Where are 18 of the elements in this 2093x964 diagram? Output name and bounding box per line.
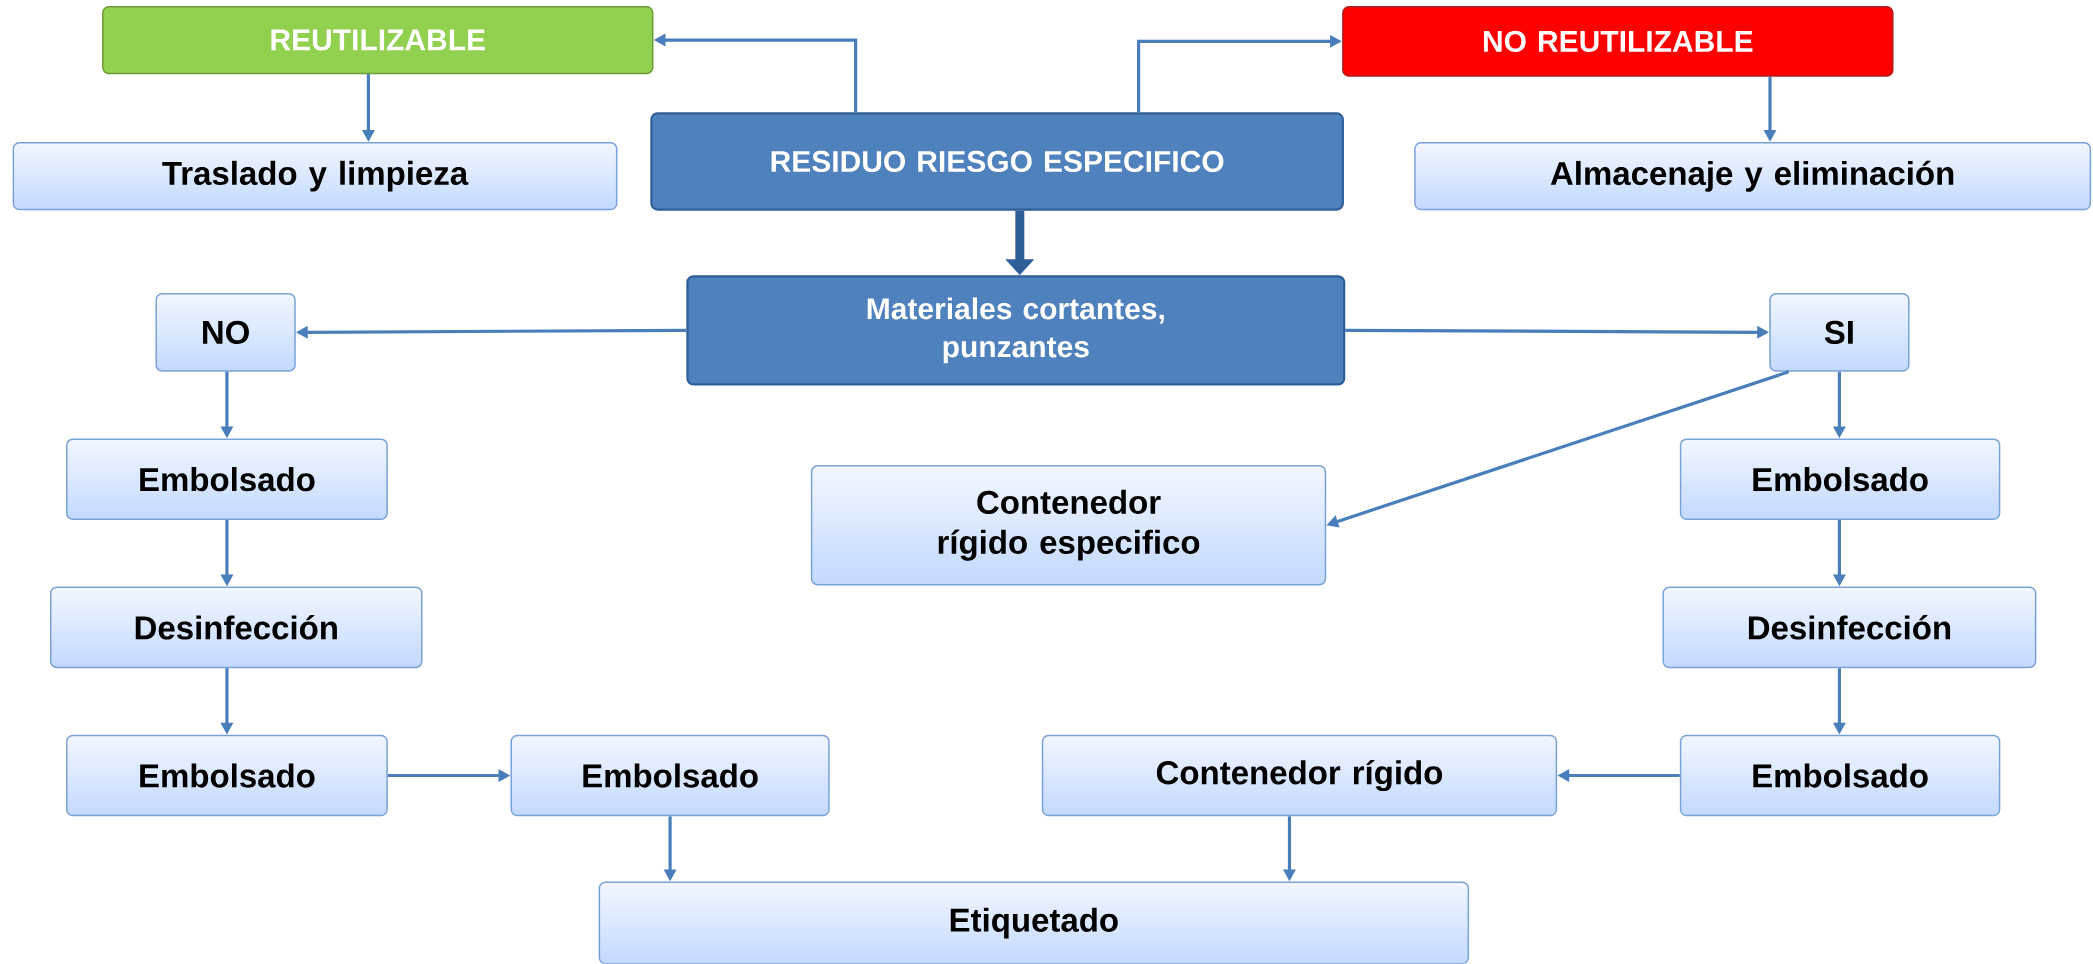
step-box: Contenedor rígido especifico <box>810 465 1327 586</box>
status-box: REUTILIZABLE <box>102 6 654 75</box>
step-box: SI <box>1769 293 1910 372</box>
step-box: Traslado y limpieza <box>12 142 618 211</box>
step-box: Embolsado <box>510 734 830 817</box>
step-box: Etiquetado <box>598 881 1470 964</box>
step-box: Desinfección <box>1662 586 2037 669</box>
step-box: Embolsado <box>1679 734 2001 817</box>
step-box: Embolsado <box>66 438 388 521</box>
step-box: Embolsado <box>1679 438 2001 521</box>
process-box: RESIDUO RIESGO ESPECIFICO <box>650 112 1344 211</box>
step-box: Contenedor rígido <box>1041 734 1558 817</box>
step-box: Almacenaje y eliminación <box>1414 142 2092 211</box>
step-box: Desinfección <box>50 586 423 669</box>
status-box: NO REUTILIZABLE <box>1342 6 1894 77</box>
step-box: NO <box>155 293 296 372</box>
process-box: Materiales cortantes, punzantes <box>686 275 1346 386</box>
step-box: Embolsado <box>66 734 388 817</box>
